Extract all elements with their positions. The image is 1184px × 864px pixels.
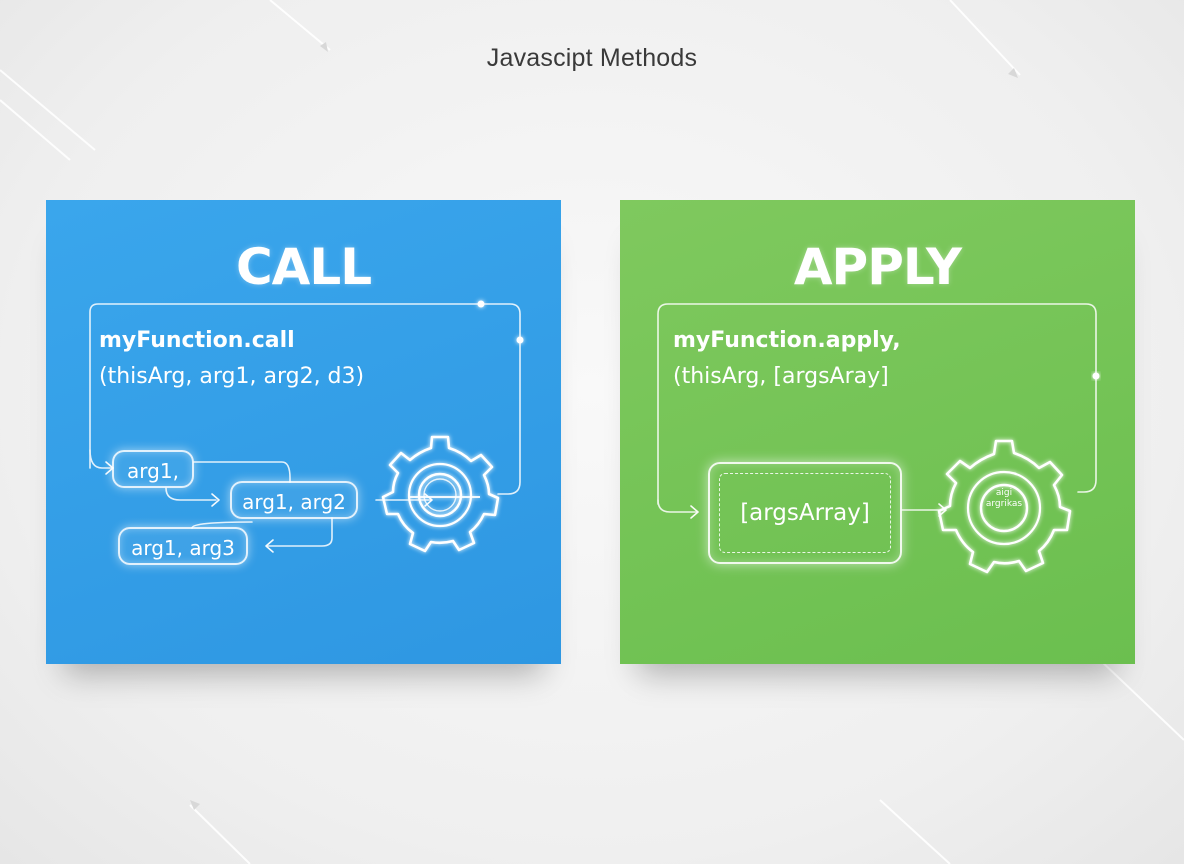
apply-signature-line1: myFunction.apply,	[673, 328, 901, 353]
call-frame-line	[89, 303, 521, 495]
call-connector-4	[267, 517, 333, 547]
glow-dot	[477, 300, 485, 308]
apply-entry-connector	[657, 499, 697, 513]
arrow-icon	[211, 493, 220, 507]
call-arg-pill-3: arg1, arg3	[118, 527, 248, 565]
apply-panel: APPLY myFunction.apply, (thisArg, [argsA…	[620, 200, 1135, 664]
call-flow-diagram	[89, 300, 524, 553]
gear-text-line1: aigi	[995, 488, 1013, 498]
call-panel: CALL myFunction.call (thisArg, arg1, arg…	[46, 200, 561, 664]
args-array-box: [argsArray]	[708, 462, 902, 564]
glow-dot	[516, 336, 524, 344]
gear-icon	[937, 439, 1072, 574]
page-title: Javascipt Methods	[486, 44, 698, 72]
call-entry-connector	[89, 449, 113, 469]
target-icon	[417, 472, 463, 518]
apply-frame-line	[657, 303, 1097, 505]
arrow-icon	[690, 505, 699, 519]
apply-flow-diagram	[657, 303, 1100, 574]
args-array-dashed-border	[719, 473, 891, 553]
call-signature-line1: myFunction.call	[99, 328, 295, 353]
args-array-label: [argsArray]	[740, 500, 870, 526]
call-heading: CALL	[235, 238, 372, 296]
arrow-icon	[938, 503, 947, 517]
arrow-icon	[265, 539, 274, 553]
call-connector-2	[165, 487, 217, 501]
call-connector-5	[191, 521, 253, 529]
apply-signature-line2: (thisArg, [argsAray]	[673, 364, 889, 389]
call-arg-pill-1: arg1,	[112, 450, 194, 488]
call-connector-1	[193, 461, 291, 483]
target-icon	[979, 483, 1029, 533]
gear-icon	[381, 435, 500, 553]
call-arg-pill-2: arg1, arg2	[230, 481, 358, 519]
glow-dot	[1092, 372, 1100, 380]
gear-text-line2: argrikas	[985, 499, 1023, 509]
apply-heading: APPLY	[793, 238, 962, 296]
call-signature-line2: (thisArg, arg1, arg2, d3)	[99, 364, 365, 389]
